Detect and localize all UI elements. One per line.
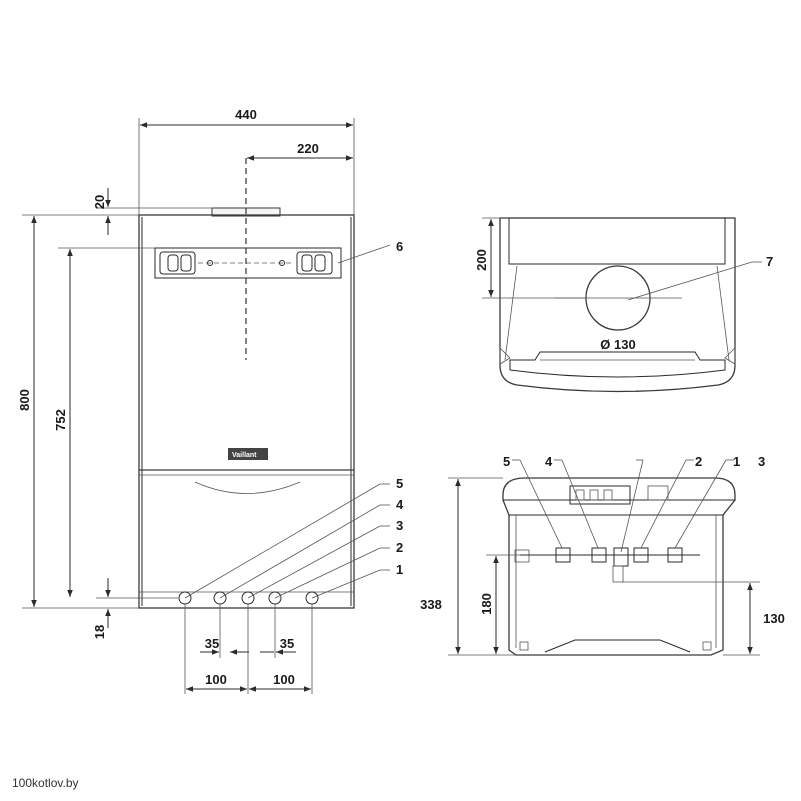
callout-front-4: 4	[396, 497, 404, 512]
dim-spacing-100-left: 100	[205, 672, 227, 687]
callout-front-1: 1	[396, 562, 403, 577]
callout-front-6: 6	[396, 239, 403, 254]
dim-height: 800	[17, 389, 32, 411]
bottom-view: 5 4 2 1 3 338 180 130	[420, 454, 785, 656]
callout-bottom-5: 5	[503, 454, 510, 469]
callout-front-5: 5	[396, 476, 403, 491]
connector-block	[569, 485, 631, 505]
mounting-bracket	[154, 247, 342, 279]
callout-bottom-3: 3	[758, 454, 765, 469]
dim-right-depth: 130	[763, 611, 785, 626]
dim-inner-height: 752	[53, 409, 68, 431]
bottom-pipes	[520, 547, 700, 583]
dim-top-offset: 20	[92, 195, 107, 209]
callout-bottom-4: 4	[545, 454, 553, 469]
callout-bottom-2: 2	[695, 454, 702, 469]
dim-pipe-depth: 180	[479, 593, 494, 615]
callout-bottom-1: 1	[733, 454, 740, 469]
callout-front-2: 2	[396, 540, 403, 555]
dim-spacing-100-right: 100	[273, 672, 295, 687]
front-view: Vaillant 5 4 3 2 1 6	[17, 107, 404, 694]
dim-half-width: 220	[297, 141, 319, 156]
top-view: 200 7 Ø 130	[474, 217, 773, 393]
front-leaders	[184, 244, 391, 599]
dim-width: 440	[235, 107, 257, 122]
bottom-leaders	[512, 459, 734, 553]
brand-label: Vaillant	[232, 452, 257, 459]
callout-top-7: 7	[766, 254, 773, 269]
dim-spacing-35-left: 35	[205, 636, 219, 651]
callout-front-3: 3	[396, 518, 403, 533]
flue-diameter-label: Ø 130	[600, 337, 635, 352]
dim-total-depth: 338	[420, 597, 442, 612]
dim-bottom-offset: 18	[92, 625, 107, 639]
bottom-view-outline	[502, 477, 736, 656]
top-view-outline	[499, 217, 736, 393]
brand-badge	[228, 448, 268, 460]
dim-spacing-35-right: 35	[280, 636, 294, 651]
boiler-body	[138, 214, 355, 609]
watermark: 100kotlov.by	[12, 776, 79, 790]
dim-depth-offset: 200	[474, 249, 489, 271]
